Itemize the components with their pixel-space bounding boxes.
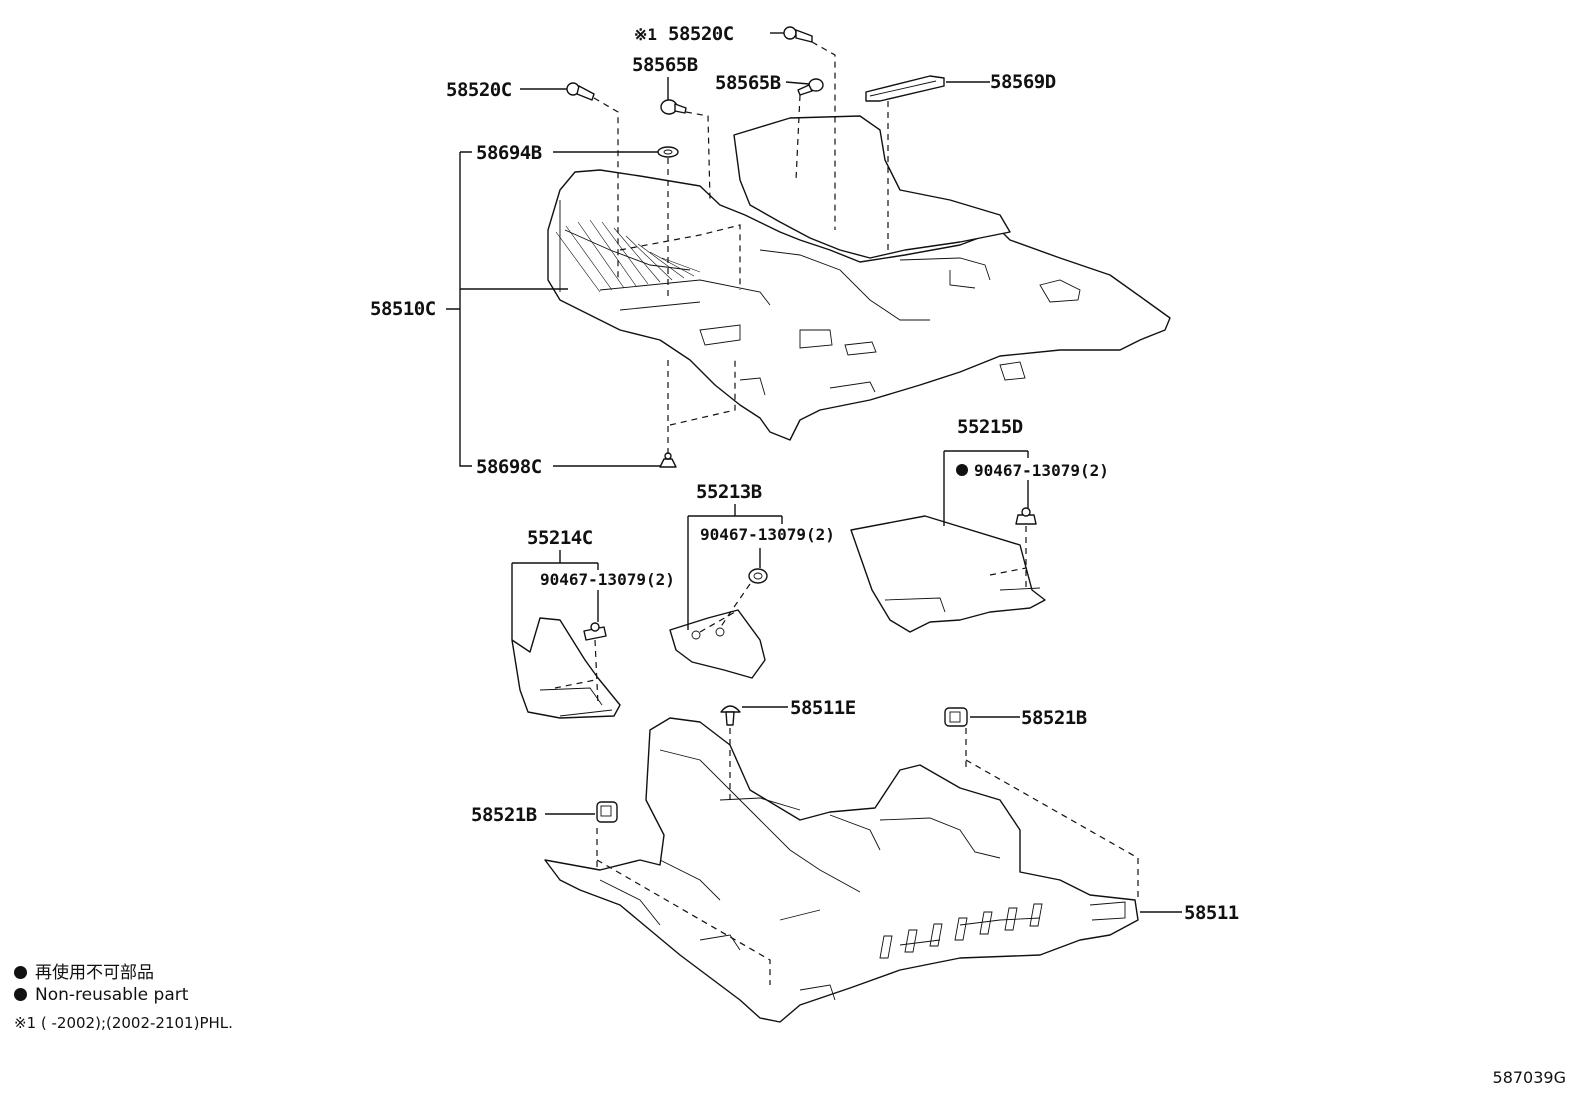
- label-58521b-left: 58521B: [471, 804, 537, 826]
- clip-58565b-a-icon: [660, 99, 687, 115]
- label-58569d: 58569D: [990, 71, 1056, 93]
- label-58511: 58511: [1184, 902, 1239, 924]
- bullet-dot-icon: [14, 988, 27, 1001]
- label-90467-b: 90467-13079(2): [700, 525, 835, 544]
- label-58511e: 58511E: [790, 697, 856, 719]
- clip-90467-b-icon: [748, 568, 768, 584]
- label-90467-d: 90467-13079(2): [974, 461, 1109, 480]
- clip-90467-d-icon: [1015, 507, 1037, 525]
- carpet-hatched-area: [555, 219, 701, 293]
- front-floor-carpet-58510c: [547, 115, 1171, 441]
- label-55213b: 55213B: [696, 481, 762, 503]
- legend-line-2: Non-reusable part: [35, 985, 189, 1005]
- legend-line-1: 再使用不可部品: [35, 963, 154, 983]
- label-58510c: 58510C: [370, 298, 436, 320]
- label-55215d: 55215D: [957, 416, 1023, 438]
- clip-58521b-left-icon: [596, 801, 618, 823]
- legend-non-reusable: Non-reusable part: [14, 985, 188, 1005]
- floor-pad-55213b: [669, 609, 766, 679]
- legend-footnote: ※1 ( -2002);(2002-2101)PHL.: [14, 1014, 233, 1032]
- label-58694b: 58694B: [476, 142, 542, 164]
- clip-58698c-icon: [659, 452, 677, 468]
- label-58520c-top-prefix: ※1: [634, 25, 657, 44]
- legend-japanese: 再使用不可部品: [14, 958, 154, 983]
- floor-silencer-58511: [544, 717, 1139, 1023]
- legend-line-3: ※1 ( -2002);(2002-2101)PHL.: [14, 1014, 233, 1032]
- screw-58520c-top-icon: [783, 26, 813, 43]
- label-55214c: 55214C: [527, 527, 593, 549]
- clip-58565b-b-icon: [797, 78, 824, 96]
- non-reusable-dot-icon: [956, 464, 968, 476]
- bullet-dot-icon: [14, 966, 27, 979]
- label-90467-c: 90467-13079(2): [540, 570, 675, 589]
- floor-guard-strip-58569d: [865, 75, 945, 102]
- clip-90467-c-icon: [583, 622, 607, 641]
- label-58520c-top: 58520C: [668, 23, 734, 45]
- clip-58511e-icon: [720, 705, 741, 726]
- figure-code: 587039G: [1492, 1068, 1566, 1087]
- silencer-slots: [879, 903, 1043, 959]
- label-58698c: 58698C: [476, 456, 542, 478]
- label-58565b-a: 58565B: [632, 54, 698, 76]
- label-58565b-b: 58565B: [715, 72, 781, 94]
- label-58521b-right: 58521B: [1021, 707, 1087, 729]
- floor-pad-55214c: [511, 617, 621, 719]
- rear-floor-pad-55215d: [850, 515, 1046, 633]
- clip-58521b-right-icon: [944, 707, 968, 727]
- screw-58520c-left-icon: [566, 82, 595, 101]
- clip-58694b-icon: [657, 146, 679, 158]
- label-58520c-left: 58520C: [446, 79, 512, 101]
